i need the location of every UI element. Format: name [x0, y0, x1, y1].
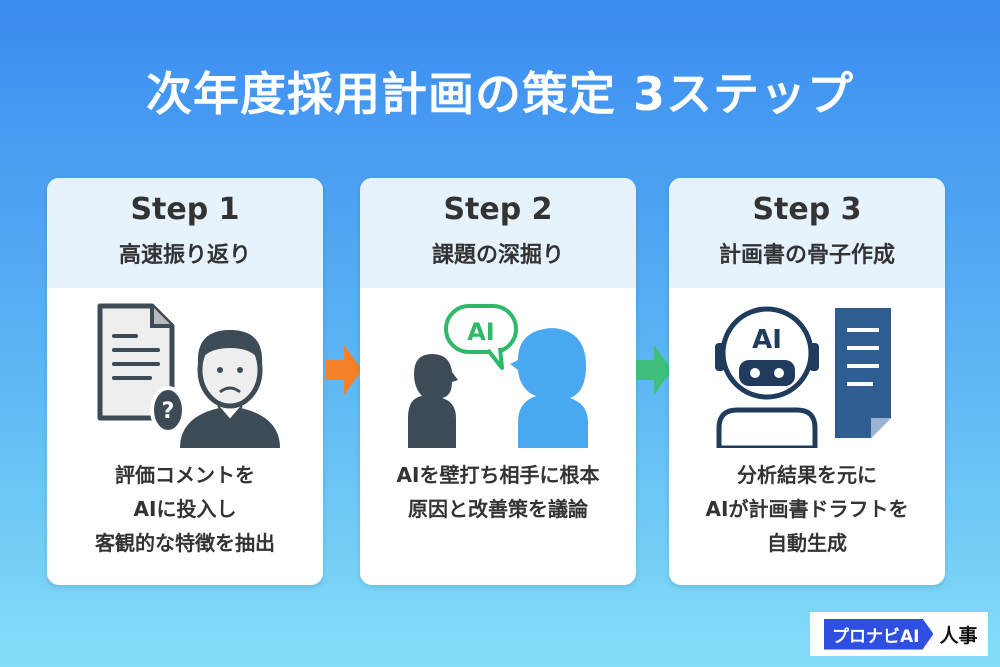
arrow-right-icon — [636, 345, 672, 395]
desc-line: 客観的な特徴を抽出 — [95, 531, 275, 555]
desc-line: 分析結果を元に — [737, 463, 877, 487]
desc-line: 評価コメントを — [115, 463, 255, 487]
desc-line: 自動生成 — [767, 531, 847, 555]
step-label: Step 3 — [752, 192, 862, 227]
logo-brand: プロナビAI — [824, 618, 934, 650]
step-card-2: Step 2 課題の深掘り AI AIを壁打ち相手に根本原因と改善策を議論 — [360, 178, 636, 585]
arrow-right-icon — [326, 345, 362, 395]
step-subtitle: 高速振り返り — [118, 243, 251, 268]
step-subtitle: 課題の深掘り — [431, 243, 564, 268]
brand-logo: プロナビAI 人事 — [810, 612, 988, 656]
step-card-3: Step 3 計画書の骨子作成 AI 分析結果を元に AIが計画書ドラフトを自動生成 — [669, 178, 945, 585]
document-worried-person-icon: ? — [47, 288, 323, 458]
step-subtitle: 計画書の骨子作成 — [718, 243, 895, 268]
step-card-1: Step 1 高速振り返り ? 評価コメントを AIに投入し客観的な特徴を抽出 — [47, 178, 323, 585]
desc-line: AIを壁打ち相手に根本 — [396, 463, 600, 487]
desc-line: AIに投入し — [133, 497, 237, 521]
ai-discussion-icon: AI — [360, 288, 636, 458]
logo-suffix: 人事 — [939, 624, 978, 647]
step-label: Step 2 — [443, 192, 553, 227]
desc-line: AIが計画書ドラフトを — [705, 497, 909, 521]
bubble-text: AI — [467, 318, 495, 346]
svg-text:?: ? — [162, 399, 175, 424]
page-title: 次年度採用計画の策定 3ステップ — [145, 67, 855, 121]
ai-robot-document-icon: AI — [669, 288, 945, 458]
step-label: Step 1 — [130, 192, 240, 227]
robot-text: AI — [752, 325, 782, 355]
desc-line: 原因と改善策を議論 — [408, 497, 588, 521]
